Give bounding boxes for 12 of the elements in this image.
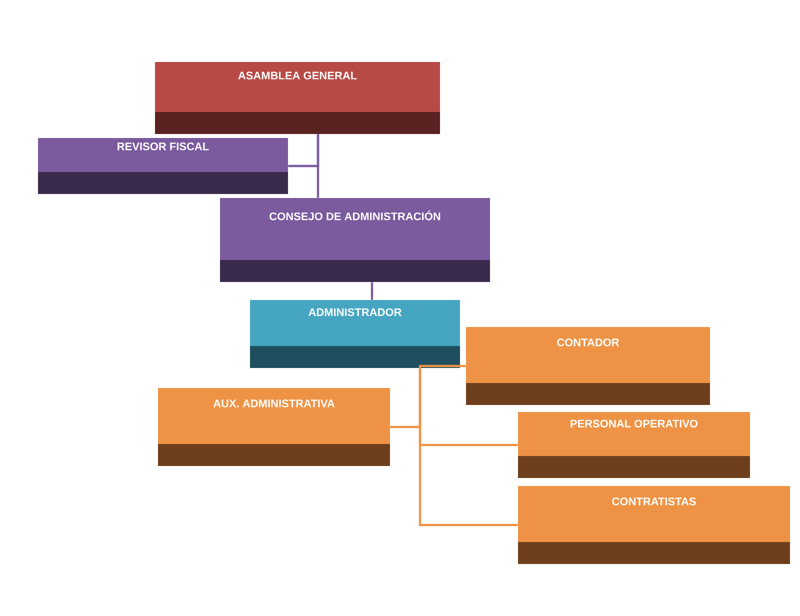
org-box: CONTRATISTAS bbox=[518, 486, 790, 564]
org-box: CONTADOR bbox=[466, 327, 710, 405]
connector-line bbox=[370, 282, 374, 300]
org-box: ADMINISTRADOR bbox=[250, 300, 460, 368]
org-box: CONSEJO DE ADMINISTRACIÓN bbox=[220, 198, 490, 282]
org-box: PERSONAL OPERATIVO bbox=[518, 412, 750, 478]
connector-line bbox=[418, 368, 518, 526]
org-box: ASAMBLEA GENERAL bbox=[155, 62, 440, 134]
connector-line bbox=[418, 364, 466, 368]
connector-line bbox=[316, 134, 320, 198]
org-box: AUX. ADMINISTRATIVA bbox=[158, 388, 390, 466]
org-box: REVISOR FISCAL bbox=[38, 138, 288, 194]
